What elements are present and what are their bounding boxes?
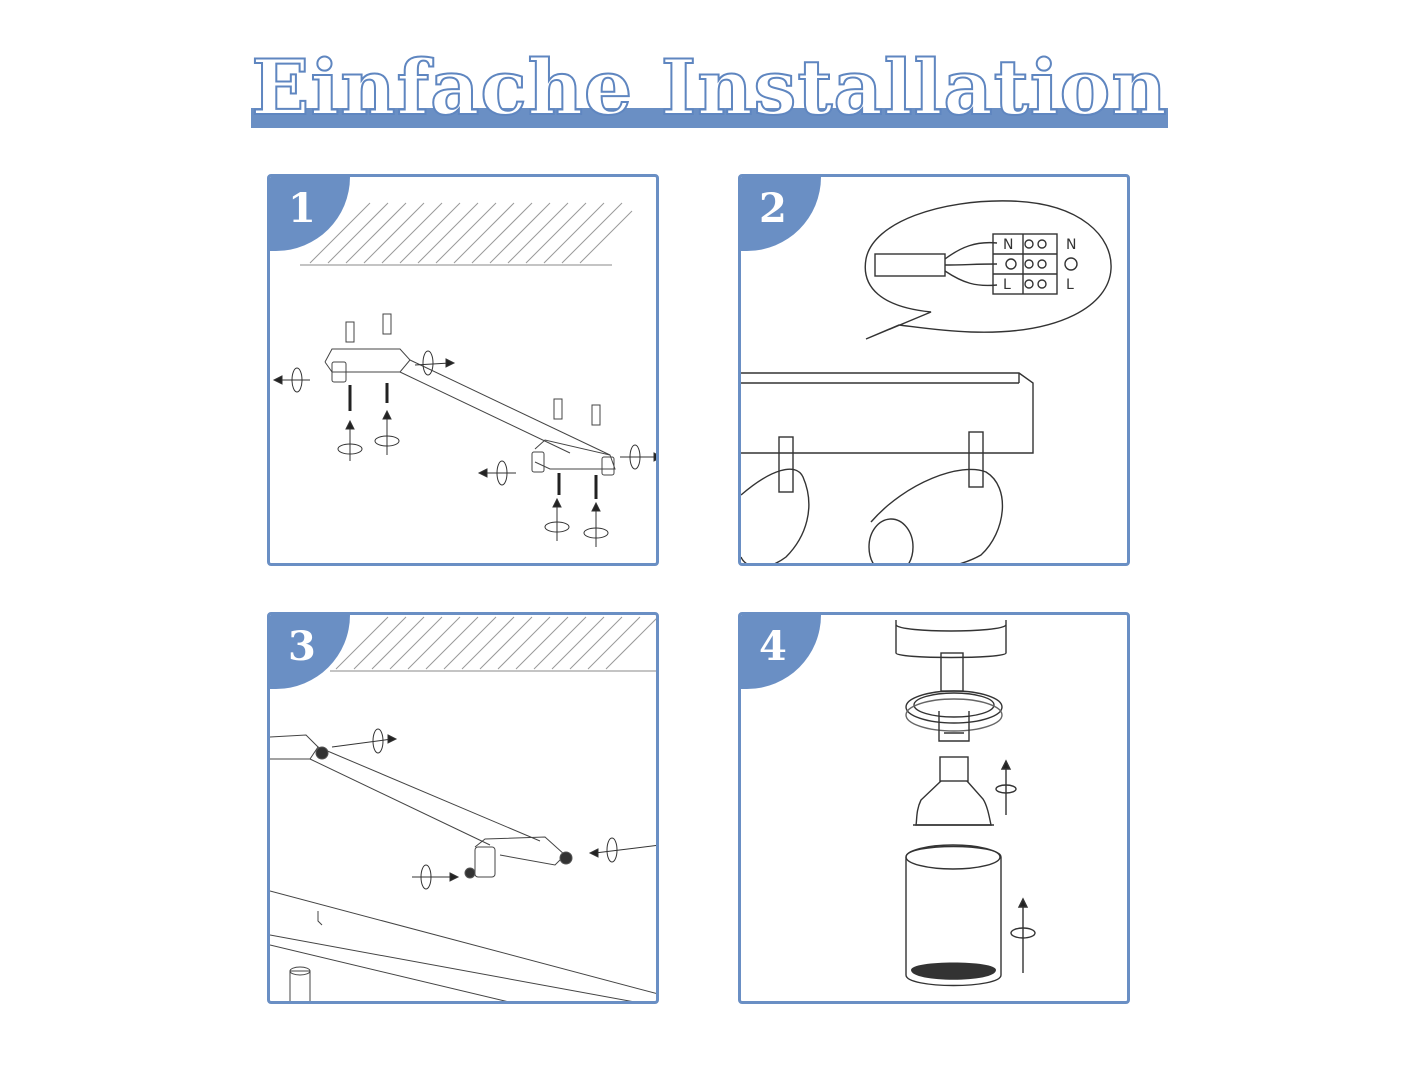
wiring-label-n-left: N (1003, 237, 1013, 253)
title-underline-bar (251, 108, 1168, 128)
wiring-label-l-left: L (1003, 277, 1011, 293)
step-4-number: 4 (759, 623, 787, 670)
step-3-illustration (270, 616, 656, 1001)
page-title: Einfache Installation (250, 42, 1168, 133)
step-2-panel: N N L L 2 (738, 174, 1130, 566)
step-4-panel: 4 (738, 612, 1130, 1004)
step-1-panel: 1 (267, 174, 659, 566)
step-2-number: 2 (759, 185, 787, 232)
step-3-number: 3 (288, 623, 316, 670)
step-2-illustration: N N L L (741, 200, 1112, 563)
step-1-illustration (272, 202, 656, 547)
step-1-number: 1 (288, 185, 316, 232)
step-3-panel: 3 (267, 612, 659, 1004)
wiring-label-n-right: N (1066, 237, 1076, 253)
step-4-illustration (895, 620, 1036, 987)
wiring-label-l-right: L (1066, 277, 1074, 293)
